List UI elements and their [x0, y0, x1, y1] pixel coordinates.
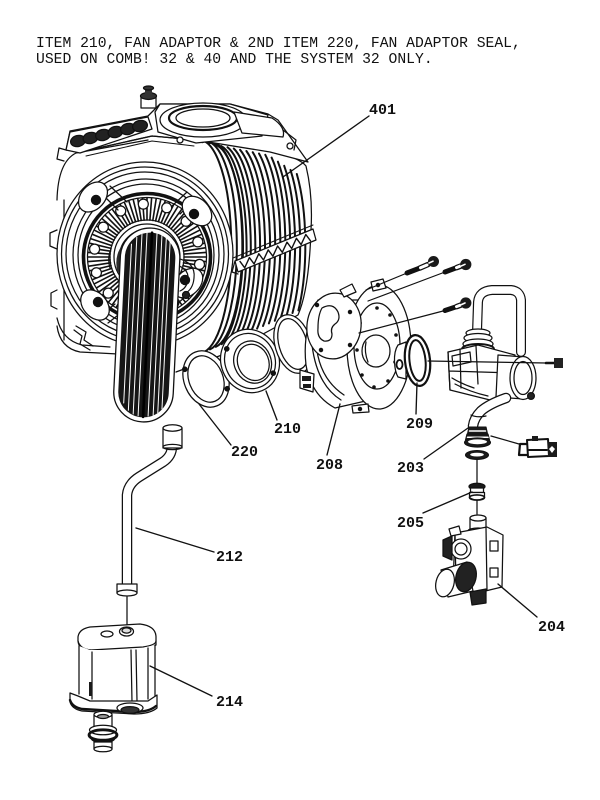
svg-text:ITEM 210, FAN ADAPTOR & 2ND IT: ITEM 210, FAN ADAPTOR & 2ND ITEM 220, FA… — [36, 36, 521, 52]
svg-text:205: 205 — [397, 515, 424, 532]
svg-text:220: 220 — [231, 444, 258, 461]
svg-text:209: 209 — [406, 416, 433, 433]
svg-text:214: 214 — [216, 694, 243, 711]
svg-text:210: 210 — [274, 421, 301, 438]
svg-text:401: 401 — [369, 102, 396, 119]
svg-text:203: 203 — [397, 460, 424, 477]
svg-text:208: 208 — [316, 457, 343, 474]
svg-text:USED ON COMB! 32 & 40 AND THE: USED ON COMB! 32 & 40 AND THE SYSTEM 32 … — [36, 52, 433, 68]
svg-text:212: 212 — [216, 549, 243, 566]
svg-text:204: 204 — [538, 619, 565, 636]
